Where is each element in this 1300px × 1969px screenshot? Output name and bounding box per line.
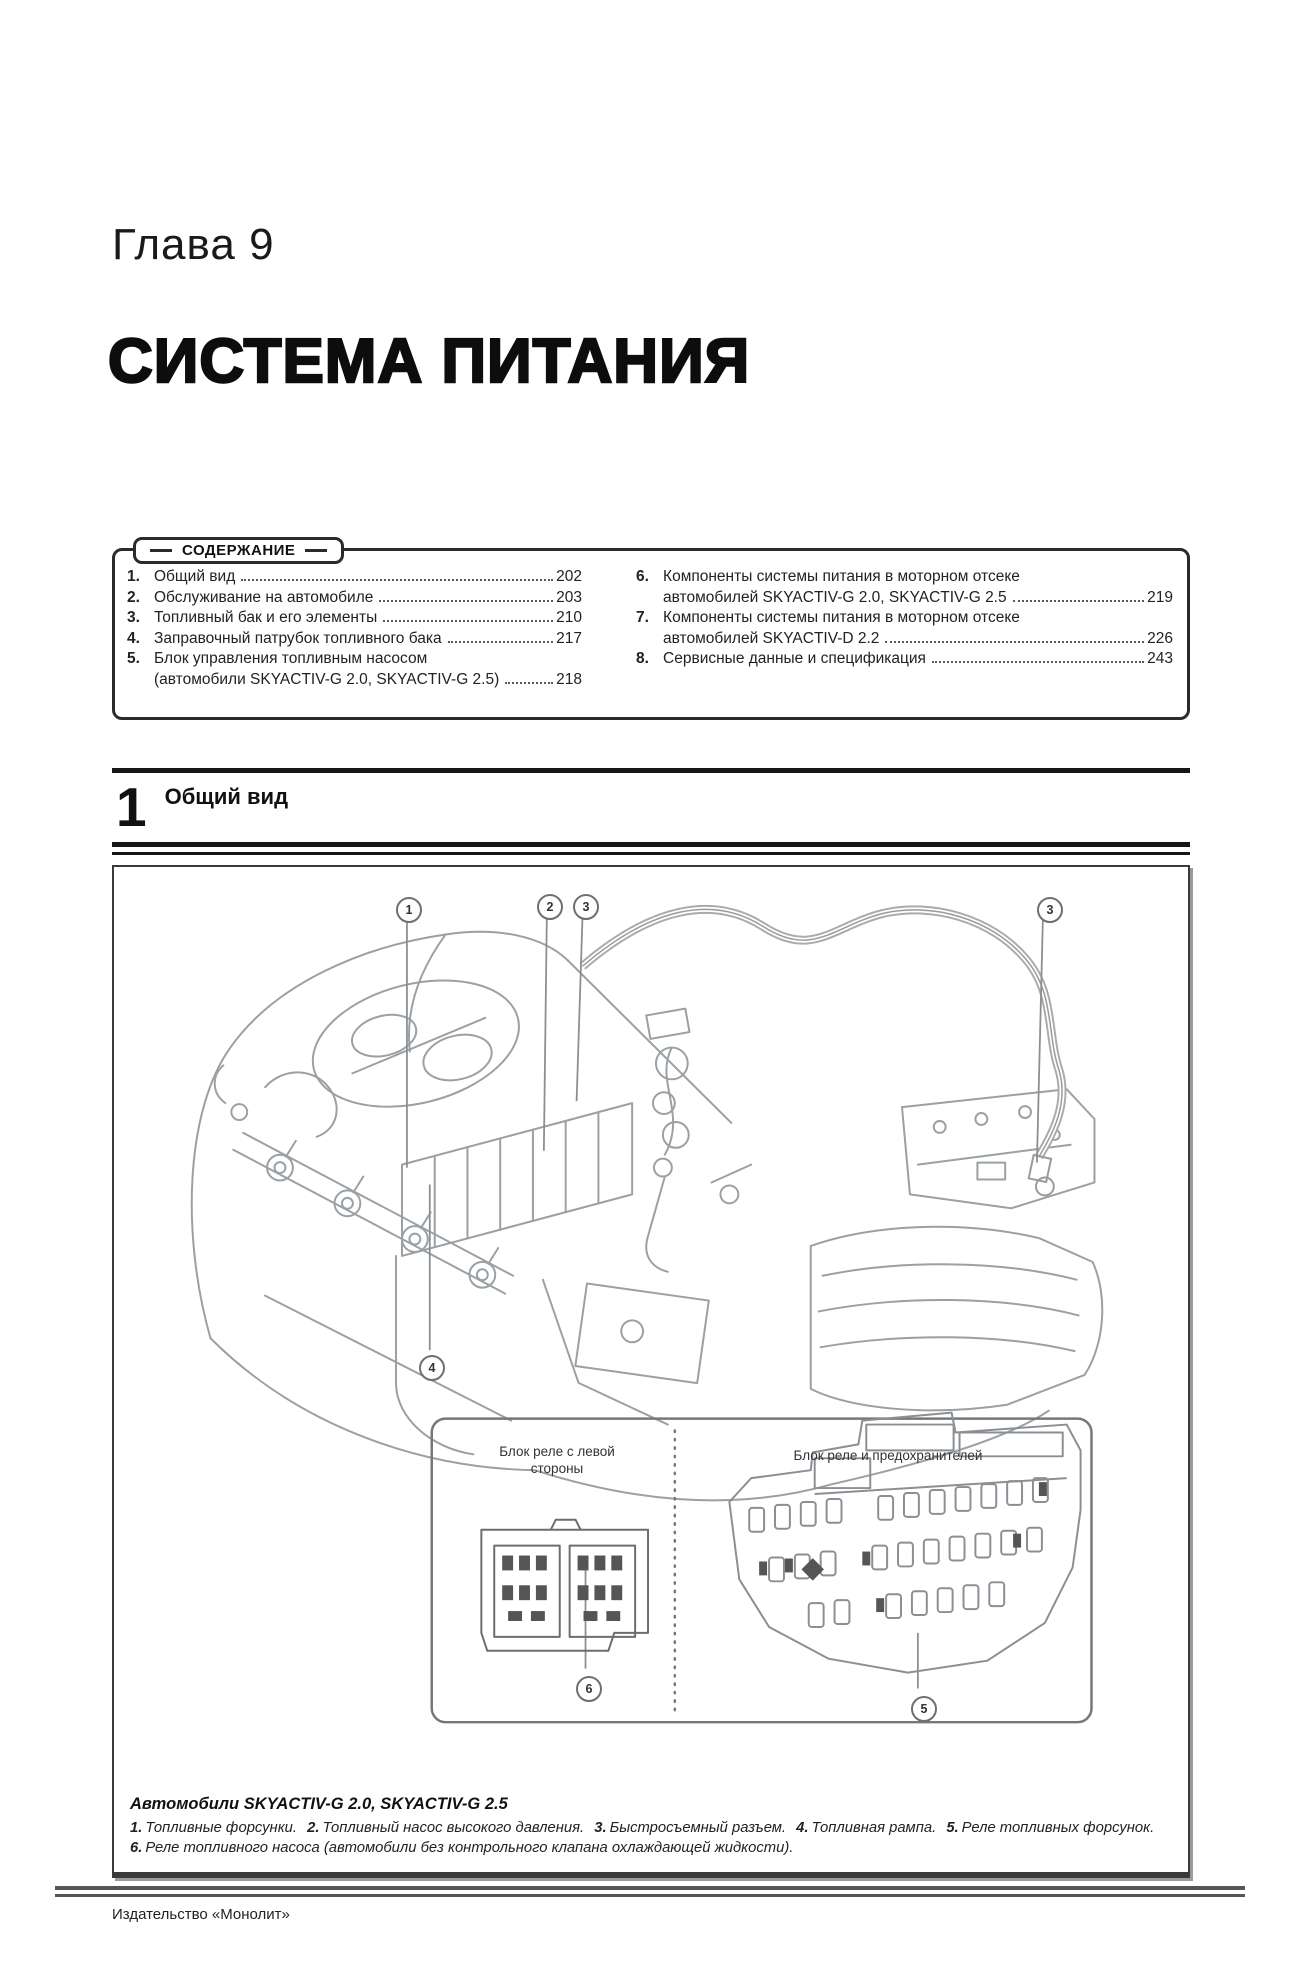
toc-item: 7. Компоненты системы питания в моторном… [636, 608, 1173, 629]
toc-item-page: 226 [1147, 629, 1173, 647]
toc-item: 3. Топливный бак и его элементы 210 [127, 608, 582, 629]
toc-item-label: Общий вид [154, 568, 236, 585]
dot-leader [931, 661, 1145, 663]
toc-item-label: Блок управления топливным насосом [154, 650, 428, 667]
relay-right-label: Блок реле и предохранителей [793, 1448, 983, 1463]
toc-item-continuation: автомобилей SKYACTIV-G 2.0, SKYACTIV-G 2… [636, 588, 1173, 609]
callout-5-badge: 5 [911, 1696, 937, 1722]
relay-left-label: Блок реле с левой стороны [444, 1443, 670, 1477]
toc-item-number: 3. [127, 609, 140, 626]
figure-caption: Автомобили SKYACTIV-G 2.0, SKYACTIV-G 2.… [130, 1795, 1172, 1858]
relay-block-left-drawing [480, 1518, 650, 1652]
dot-leader [447, 640, 554, 643]
chapter-heading: Глава 9 [112, 220, 275, 269]
publisher-footer: Издательство «Монолит» [112, 1906, 290, 1923]
dot-leader [383, 620, 554, 622]
toc-columns: 1. Общий вид 202 2. Обслуживание на авто… [115, 551, 1187, 698]
toc-item-label: Заправочный патрубок топливного бака [154, 629, 442, 647]
toc-item-label: Обслуживание на автомобиле [154, 588, 374, 606]
toc-tab-dash [305, 549, 328, 552]
toc-item-page: 219 [1147, 588, 1173, 606]
toc-item-page: 203 [556, 588, 583, 606]
relay-block-left-pins [502, 1555, 623, 1621]
callout-3-badge: 3 [573, 894, 599, 920]
toc-column-right: 6. Компоненты системы питания в моторном… [636, 567, 1173, 690]
toc-item-number: 2. [127, 588, 140, 606]
footer-rule [55, 1886, 1245, 1897]
caption-item-number: 6. [130, 1839, 143, 1856]
section-number: 1 [116, 776, 147, 838]
toc-item: 5. Блок управления топливным насосом [127, 649, 582, 670]
section-rule-top [112, 768, 1190, 773]
toc-item-number: 8. [636, 650, 649, 667]
caption-item-number: 2. [307, 1820, 320, 1836]
dot-leader [1012, 599, 1145, 602]
toc-item: 1. Общий вид 202 [127, 567, 582, 588]
toc-item-label: Компоненты системы питания в моторном от… [663, 609, 1020, 626]
dot-leader [241, 579, 554, 581]
caption-item-text: Топливная рампа. [811, 1820, 937, 1836]
toc-item-page: 243 [1147, 650, 1173, 667]
caption-item-number: 1. [130, 1820, 143, 1836]
relay-left-label-line2: стороны [530, 1461, 584, 1476]
toc-item-label: автомобилей SKYACTIV-D 2.2 [663, 629, 880, 647]
callout-leader-lines [406, 915, 1044, 1689]
toc-item-label: Топливный бак и его элементы [154, 609, 378, 626]
toc-item-page: 217 [556, 629, 583, 647]
toc-item-label: Сервисные данные и спецификация [663, 650, 926, 667]
toc-item-label: автомобилей SKYACTIV-G 2.0, SKYACTIV-G 2… [663, 588, 1007, 606]
toc-tab: СОДЕРЖАНИЕ [133, 537, 345, 564]
fuse-block-pins [759, 1482, 1047, 1613]
engine-diagram-art [190, 905, 1104, 1724]
callout-1-badge: 1 [396, 897, 422, 923]
toc-item-page: 210 [556, 609, 583, 626]
fuse-block-drawing [728, 1411, 1082, 1674]
caption-item-text: Топливный насос высокого давления. [322, 1820, 585, 1836]
callout-2-badge: 2 [537, 894, 563, 920]
toc-item-page: 202 [556, 568, 583, 585]
toc-tab-dash [150, 549, 172, 552]
toc-item-number: 7. [636, 609, 649, 626]
engine-outline-drawing [190, 930, 1104, 1502]
callout-3b-badge: 3 [1037, 897, 1063, 923]
caption-item-number: 3. [594, 1820, 607, 1836]
toc-tab-label: СОДЕРЖАНИЕ [182, 542, 296, 559]
figure-caption-body: 1.Топливные форсунки. 2.Топливный насос … [130, 1819, 1172, 1858]
toc-box: СОДЕРЖАНИЕ 1. Общий вид 202 2. Обслужива… [112, 537, 1190, 720]
toc-item-continuation: автомобилей SKYACTIV-D 2.2 226 [636, 629, 1173, 650]
callout-4-badge: 4 [419, 1355, 445, 1381]
toc-item-label: Компоненты системы питания в моторном от… [663, 568, 1020, 585]
dot-leader [505, 681, 554, 684]
caption-item-text: Реле топливного насоса (автомобили без к… [145, 1839, 794, 1856]
toc-item: 2. Обслуживание на автомобиле 203 [127, 588, 582, 609]
caption-item-text: Быстросъемный разъем. [609, 1820, 787, 1836]
section-header: 1 Общий вид [116, 779, 1186, 835]
toc-item: 8. Сервисные данные и спецификация 243 [636, 649, 1173, 670]
caption-item-number: 4. [796, 1820, 809, 1836]
toc-item-page: 218 [556, 670, 583, 688]
page-title: СИСТЕМА ПИТАНИЯ [107, 326, 751, 397]
caption-item-number: 5. [946, 1820, 959, 1836]
toc-item-continuation: (автомобили SKYACTIV-G 2.0, SKYACTIV-G 2… [127, 670, 582, 691]
relay-left-label-line1: Блок реле с левой [499, 1444, 615, 1459]
toc-item: 6. Компоненты системы питания в моторном… [636, 567, 1173, 588]
toc-item: 4. Заправочный патрубок топливного бака … [127, 629, 582, 650]
section-rule-bottom [112, 842, 1190, 855]
relay-inset-box [430, 1417, 1093, 1724]
caption-item-text: Реле топливных форсунок. [961, 1820, 1155, 1836]
caption-item-text: Топливные форсунки. [145, 1820, 298, 1836]
dot-leader [379, 599, 554, 602]
toc-column-left: 1. Общий вид 202 2. Обслуживание на авто… [127, 567, 582, 690]
fuel-line-drawing [579, 905, 1067, 1197]
figure-caption-title: Автомобили SKYACTIV-G 2.0, SKYACTIV-G 2.… [130, 1795, 508, 1813]
dot-leader [885, 640, 1145, 643]
toc-item-number: 5. [127, 650, 140, 667]
toc-item-number: 6. [636, 568, 649, 585]
toc-item-number: 1. [127, 568, 140, 585]
toc-item-label: (автомобили SKYACTIV-G 2.0, SKYACTIV-G 2… [154, 670, 500, 688]
figure-box: 1 2 3 3 4 6 5 Блок реле с левой стороны … [112, 865, 1190, 1878]
section-title: Общий вид [164, 784, 289, 809]
toc-item-number: 4. [127, 629, 140, 647]
callout-6-badge: 6 [576, 1676, 602, 1702]
